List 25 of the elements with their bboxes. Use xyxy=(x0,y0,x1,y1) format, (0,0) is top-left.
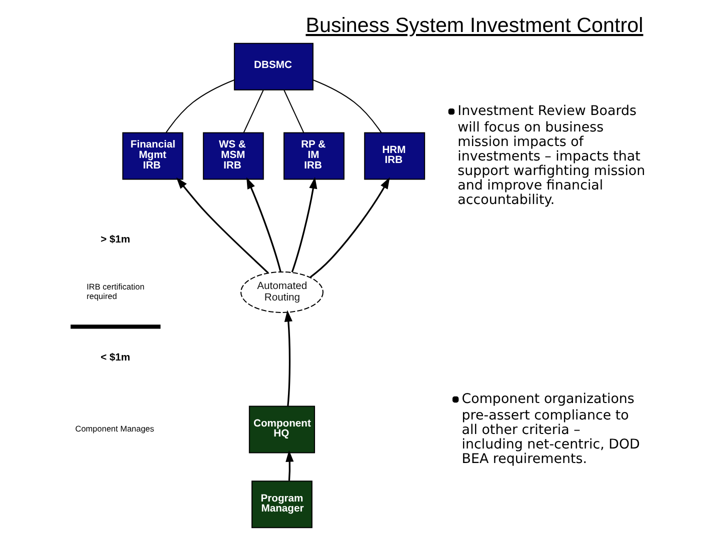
label: < $1m xyxy=(100,352,130,364)
node-box: RP & IM IRB xyxy=(283,132,344,180)
node-box: HRM IRB xyxy=(364,132,425,180)
node-box: DBSMC xyxy=(233,42,313,90)
node-box: Financial Mgmt IRB xyxy=(122,132,183,180)
node-ellipse: Automated Routing xyxy=(240,271,323,313)
connector xyxy=(242,90,264,133)
arrow xyxy=(284,310,292,406)
arrow xyxy=(285,450,294,481)
connector xyxy=(165,79,234,133)
label: Component Manages xyxy=(74,424,154,434)
label: IRB certification required xyxy=(86,282,144,301)
label: Component organizations pre-assert compliance to all other criteria – including net-centric, DOD BEA requirements. xyxy=(461,392,640,467)
label: > $1m xyxy=(100,234,130,246)
connector xyxy=(312,79,382,133)
label: Investment Review Boards will focus on business mission impacts of investments – impacts that support warfighting mission and improve financial accountability. xyxy=(457,104,645,208)
node-box: WS & MSM IRB xyxy=(202,132,264,180)
arrow xyxy=(290,177,317,272)
arrow xyxy=(309,177,390,278)
arrow xyxy=(176,177,268,274)
node-box: Program Manager xyxy=(250,480,312,528)
node-box: Component HQ xyxy=(248,406,315,454)
connector xyxy=(283,90,304,133)
arrow xyxy=(246,177,281,272)
diagram-title: Business System Investment Control xyxy=(305,14,643,37)
